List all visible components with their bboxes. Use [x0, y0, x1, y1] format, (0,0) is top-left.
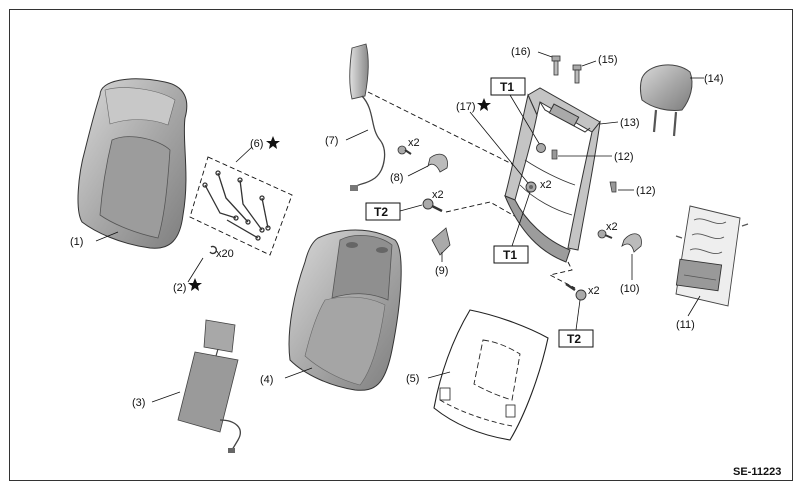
bolt-part-t2b	[565, 283, 587, 301]
qty-8: x2	[408, 137, 420, 149]
figure-code: SE-11223	[733, 466, 781, 478]
qty-t2b: x2	[588, 285, 600, 297]
guide-part-16	[551, 55, 561, 76]
bracket-part-8	[427, 153, 448, 173]
clip-part-12a	[551, 149, 558, 160]
torque-box-t2a	[365, 202, 401, 221]
seatback-frame-part	[504, 87, 601, 263]
seatback-pad-part	[288, 229, 402, 391]
leader-13	[599, 121, 619, 125]
label-13: (13)	[620, 117, 640, 129]
seat-heater-part	[177, 319, 241, 453]
guide-part-15	[572, 64, 582, 84]
bracket-part-10	[621, 233, 642, 253]
seatback-board-part	[433, 309, 549, 441]
label-9: (9)	[435, 265, 448, 277]
leader-1	[95, 231, 119, 242]
label-5: (5)	[406, 373, 419, 385]
leader-7	[345, 129, 369, 141]
seatback-cover-part	[77, 78, 188, 249]
side-airbag-part	[349, 43, 386, 191]
wire-kit-outline	[189, 156, 293, 256]
bolt-part-10	[597, 229, 613, 239]
qty-10: x2	[606, 221, 618, 233]
label-3: (3)	[132, 397, 145, 409]
leader-17	[469, 111, 529, 184]
label-11: (11)	[676, 319, 695, 331]
leader-5	[427, 371, 451, 379]
label-1: (1)	[70, 236, 83, 248]
headrest-part	[640, 64, 693, 137]
leader-11	[687, 295, 701, 317]
clip-part-12b	[609, 181, 617, 193]
label-7: (7)	[325, 135, 338, 147]
label-14: (14)	[704, 73, 724, 85]
leader-15	[581, 60, 597, 67]
leader-6	[235, 146, 253, 163]
torque-t2b: T2	[567, 332, 581, 346]
nut-part-17	[525, 181, 537, 193]
qty-2: x20	[216, 248, 234, 260]
bracket-part-9	[431, 227, 451, 256]
star-icon	[477, 98, 491, 111]
leader-16	[537, 51, 553, 58]
bolt-part-t2a	[422, 198, 443, 213]
leader-2	[187, 257, 204, 283]
leader-8	[407, 165, 429, 177]
label-4: (4)	[260, 374, 273, 386]
star-icon	[266, 136, 280, 149]
label-2: (2)	[173, 282, 186, 294]
label-8: (8)	[390, 172, 403, 184]
leader-4	[284, 367, 313, 379]
label-12a: (12)	[614, 151, 634, 163]
label-12b: (12)	[636, 185, 656, 197]
wire-kit-part	[202, 170, 271, 241]
lumbar-support-part	[675, 205, 749, 307]
leader-t2b	[575, 299, 581, 331]
torque-t2a: T2	[374, 205, 388, 219]
clip-icon	[209, 245, 218, 255]
qty-17: x2	[540, 179, 552, 191]
label-15: (15)	[598, 54, 618, 66]
label-10: (10)	[620, 283, 640, 295]
torque-t1a: T1	[500, 80, 514, 94]
torque-box-t1b	[493, 245, 529, 264]
star-icon	[188, 278, 202, 291]
torque-t1b: T1	[503, 248, 517, 262]
bolt-path-t2b	[548, 261, 576, 289]
label-16: (16)	[511, 46, 531, 58]
qty-t2a: x2	[432, 189, 444, 201]
leader-t2a	[399, 204, 423, 212]
leader-3	[151, 391, 181, 403]
label-6: (6)	[250, 138, 263, 150]
leader-t1b	[511, 191, 531, 247]
airbag-mount-line	[367, 91, 521, 169]
nut-part-t1a	[536, 143, 546, 153]
label-17: (17)	[456, 101, 476, 113]
torque-box-t1a	[490, 77, 526, 96]
leader-t1a	[509, 94, 541, 146]
bolt-part-8	[397, 145, 412, 155]
